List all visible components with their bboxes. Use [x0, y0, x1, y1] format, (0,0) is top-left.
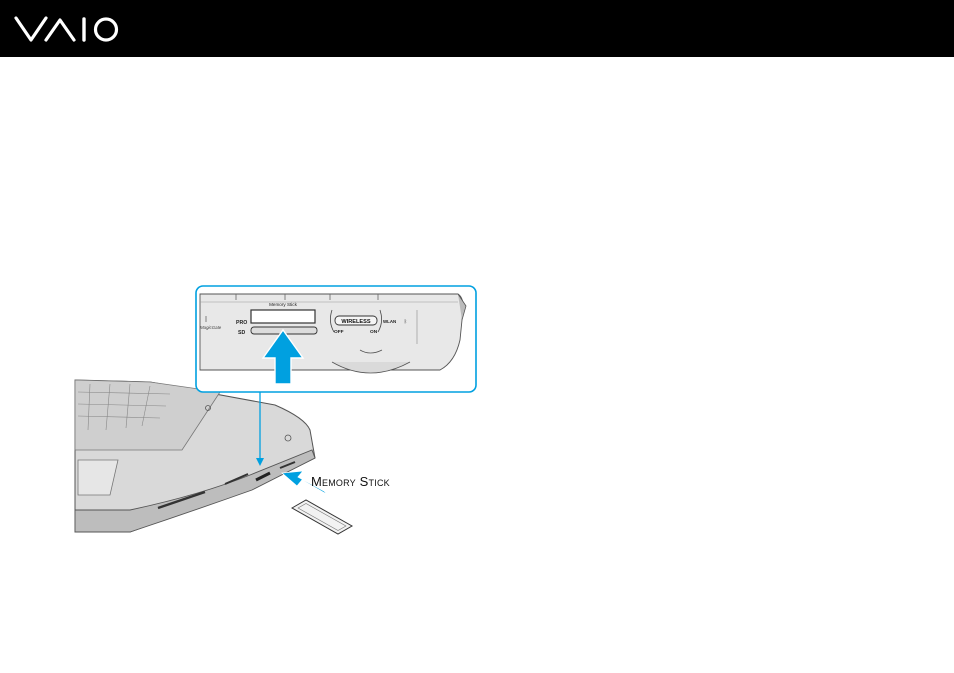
- zoom-callout: Memory Stick MagicGate PRO SD WIRELESS W…: [196, 286, 476, 392]
- panel-label-off: OFF: [334, 329, 344, 335]
- laptop-illustration: [75, 380, 315, 532]
- bluetooth-icon: ᛒ: [404, 319, 407, 325]
- panel-label-wireless: WIRELESS: [341, 319, 370, 325]
- memory-stick-insertion-illustration: Memory Stick MagicGate PRO SD WIRELESS W…: [70, 280, 490, 540]
- panel-label-magicgate: MagicGate: [200, 325, 222, 330]
- header-bar: [0, 0, 954, 57]
- vaio-logo-icon: [14, 14, 124, 44]
- panel-label-sd: SD: [238, 330, 245, 336]
- panel-label-wlan: WLAN: [383, 319, 396, 324]
- panel-label-memory-stick: Memory Stick: [269, 302, 298, 307]
- memory-stick-callout-label: Memory Stick: [311, 474, 390, 489]
- memory-stick-card: [292, 500, 352, 534]
- panel-label-on: ON: [370, 329, 378, 335]
- panel-label-pro: PRO: [236, 320, 247, 326]
